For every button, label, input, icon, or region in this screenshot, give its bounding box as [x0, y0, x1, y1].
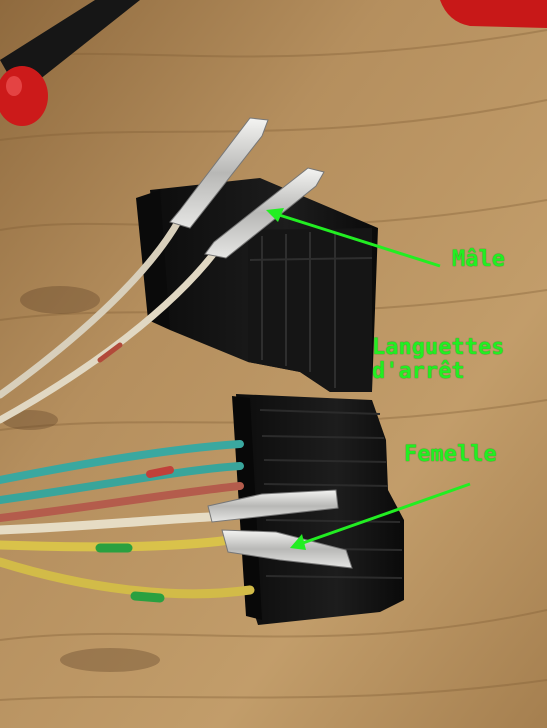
locking-tabs-line1: Languettes — [372, 335, 505, 360]
locking-tabs-label: Languettes d'arrêt — [372, 336, 504, 384]
male-terminals — [169, 117, 325, 259]
arrow-male — [275, 212, 441, 268]
locking-tabs-line2: d'arrêt — [372, 359, 465, 384]
red-object-top-right — [440, 0, 547, 28]
female-wires — [0, 440, 255, 603]
male-wires — [0, 218, 219, 424]
arrow-female-head — [290, 534, 306, 550]
female-terminals — [207, 489, 353, 569]
arrow-male-head — [266, 208, 284, 222]
female-label: Femelle — [404, 442, 497, 467]
annotation-arrows — [266, 208, 471, 550]
dark-stains — [2, 286, 160, 672]
arrow-female — [299, 482, 471, 546]
male-connector — [136, 178, 378, 392]
male-label: Mâle — [452, 247, 505, 272]
